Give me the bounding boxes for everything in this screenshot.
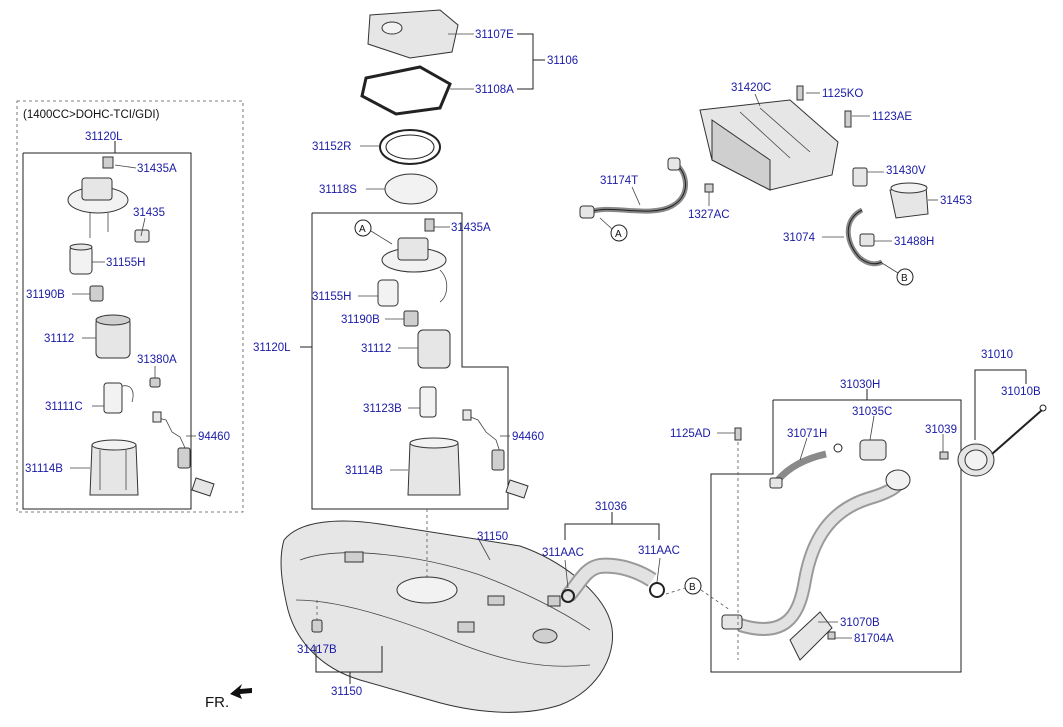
label-31417b: 31417B — [297, 644, 337, 656]
label-31114b-left: 31114B — [25, 463, 63, 475]
filler-hose-parts: 31036 311AAC 311AAC — [542, 501, 680, 603]
label-1123ae: 1123AE — [872, 111, 912, 123]
label-31070b: 31070B — [840, 617, 880, 629]
front-direction-marker: FR. — [205, 684, 252, 711]
front-marker-label: FR. — [205, 694, 229, 711]
fuel-tank: 31150 31417B 31150 — [280, 509, 614, 713]
label-31036: 31036 — [595, 501, 627, 513]
label-31190b-left: 31190B — [26, 289, 65, 301]
label-31112-mid: 31112 — [361, 343, 391, 355]
label-31120l-mid: 31120L — [253, 342, 291, 354]
variant-box: (1400CC>DOHC-TCI/GDI) — [16, 100, 244, 513]
label-31488h: 31488H — [894, 236, 934, 248]
label-94460-left: 94460 — [198, 431, 230, 443]
label-31120l-left: 31120L — [85, 131, 123, 143]
marker-a-right: A — [615, 229, 622, 240]
label-31435-left: 31435 — [133, 207, 165, 219]
front-arrow-icon — [230, 684, 252, 699]
marker-a-center: A — [359, 224, 366, 235]
label-31420c: 31420C — [731, 82, 771, 94]
label-31114b-mid: 31114B — [345, 465, 383, 477]
label-31150-bottom: 31150 — [331, 686, 362, 698]
label-31108a: 31108A — [475, 84, 514, 96]
marker-b-top: B — [901, 273, 908, 284]
label-31010b: 31010B — [1001, 386, 1041, 398]
label-31035c: 31035C — [852, 406, 892, 418]
label-31152r: 31152R — [312, 141, 351, 153]
marker-b-bottom: B — [689, 582, 696, 593]
label-31430v: 31430V — [886, 165, 926, 177]
label-31071h: 31071H — [787, 428, 827, 440]
canister-parts: A B 31420C 1125KO 1123AE 31174T 1327AC 3… — [579, 82, 972, 286]
label-31453: 31453 — [940, 195, 972, 207]
label-31106: 31106 — [547, 55, 578, 67]
label-94460-mid: 94460 — [512, 431, 544, 443]
label-31190b-mid: 31190B — [341, 314, 380, 326]
label-31380a: 31380A — [137, 354, 177, 366]
label-31010: 31010 — [981, 349, 1013, 361]
center-module-box: A 31435A 31155H 31190B 31120L 31112 3112 — [253, 212, 544, 510]
label-1125ad: 1125AD — [670, 428, 711, 440]
label-31174t: 31174T — [600, 175, 638, 187]
left-labels: 31120L 31435A 31435 31155H 31190B 31112 … — [25, 131, 230, 475]
filler-neck-parts: B 31030H 31035C 1125AD 31071H 31039 3101… — [665, 349, 1047, 673]
label-31118s: 31118S — [319, 184, 357, 196]
label-31111c: 31111C — [45, 401, 83, 413]
label-31030h: 31030H — [840, 379, 880, 391]
label-31435a-mid: 31435A — [451, 222, 491, 234]
label-81704a: 81704A — [854, 633, 894, 645]
label-31074: 31074 — [783, 232, 816, 244]
label-311aac-a: 311AAC — [542, 547, 584, 559]
label-31123b: 31123B — [363, 403, 402, 415]
label-31039: 31039 — [925, 424, 957, 436]
variant-note: (1400CC>DOHC-TCI/GDI) — [23, 109, 160, 121]
label-31150-top: 31150 — [477, 531, 508, 543]
label-31155h-left: 31155H — [106, 257, 145, 269]
left-pump-module-parts — [67, 156, 215, 497]
label-1125ko: 1125KO — [822, 88, 863, 100]
label-1327ac: 1327AC — [688, 209, 730, 221]
label-31107e: 31107E — [475, 29, 514, 41]
label-311aac-b: 311AAC — [638, 545, 680, 557]
top-center-parts: 31107E 31108A 31106 31152R 31118S — [312, 9, 578, 205]
label-31155h-mid: 31155H — [312, 291, 351, 303]
label-31112-left: 31112 — [44, 333, 74, 345]
label-31435a-left: 31435A — [137, 163, 177, 175]
